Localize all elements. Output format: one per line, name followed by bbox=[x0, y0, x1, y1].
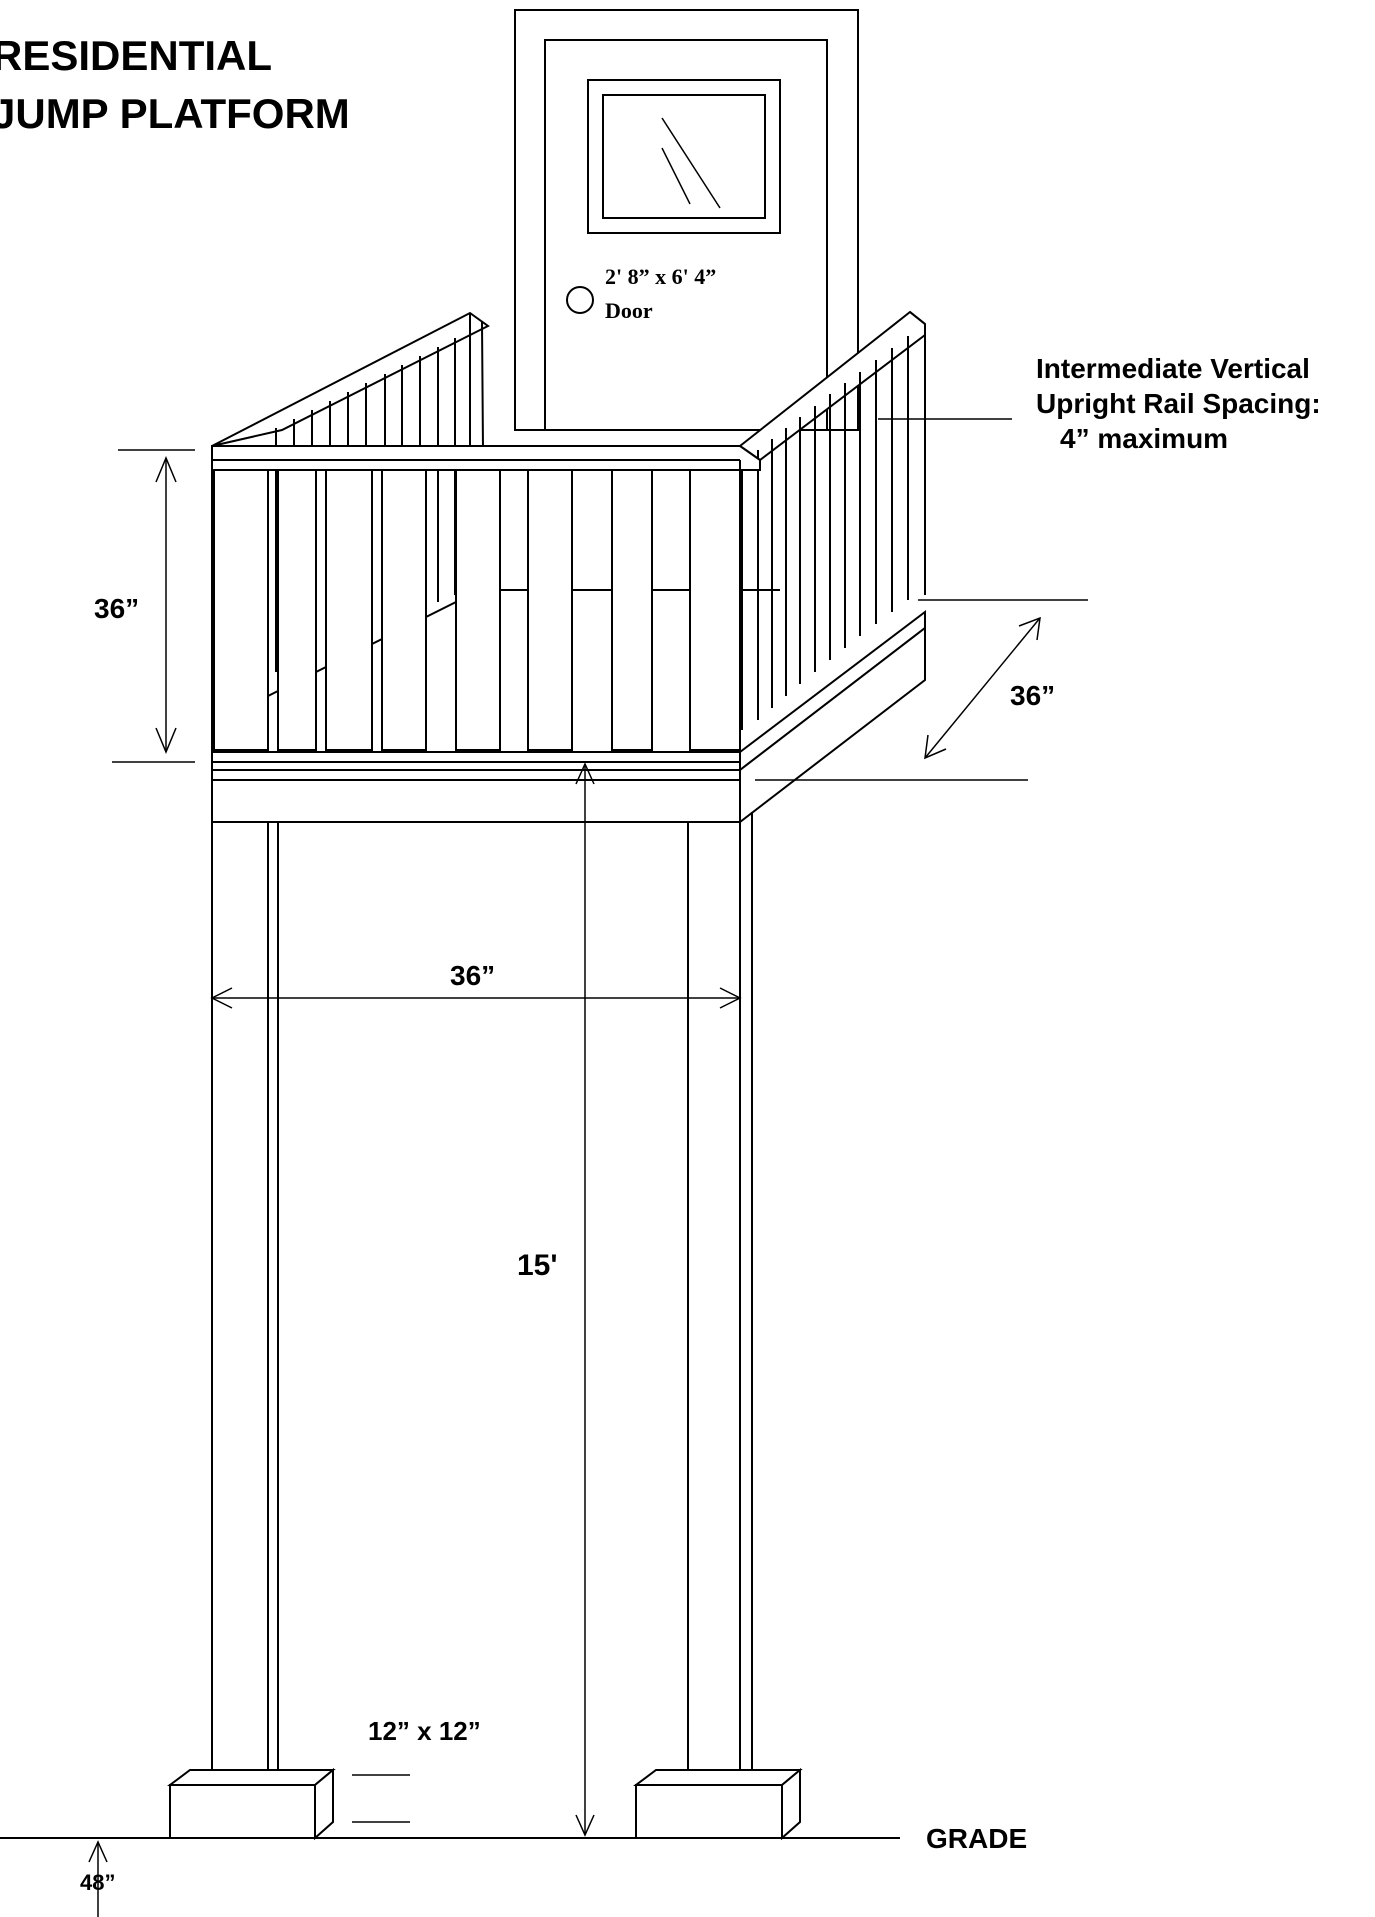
footing-depth-label: 48” bbox=[80, 1870, 115, 1895]
platform-height-dimension bbox=[575, 762, 595, 1837]
left-post bbox=[211, 822, 279, 1785]
door-size-label: 2' 8” x 6' 4” bbox=[605, 264, 716, 289]
rail-spacing-line-1: Intermediate Vertical bbox=[1036, 353, 1310, 384]
grade-label: GRADE bbox=[926, 1823, 1027, 1854]
door bbox=[514, 9, 859, 431]
title-line-2: JUMP PLATFORM bbox=[0, 90, 350, 137]
rail-height-label: 36” bbox=[94, 593, 139, 624]
right-railing bbox=[738, 310, 926, 730]
right-footing bbox=[633, 1767, 803, 1841]
right-post bbox=[687, 812, 753, 1785]
width-label: 36” bbox=[450, 960, 495, 991]
rail-spacing-line-3: 4” maximum bbox=[1060, 423, 1228, 454]
door-label: Door bbox=[605, 298, 653, 323]
depth-label: 36” bbox=[1010, 680, 1055, 711]
door-window-glass bbox=[602, 94, 766, 219]
rail-spacing-line-2: Upright Rail Spacing: bbox=[1036, 388, 1321, 419]
footing-size-label: 12” x 12” bbox=[368, 1716, 481, 1746]
title-line-1: RESIDENTIAL bbox=[0, 32, 272, 79]
door-knob bbox=[566, 286, 594, 314]
left-footing bbox=[167, 1767, 336, 1841]
depth-dimension bbox=[755, 599, 1088, 781]
platform-height-label: 15' bbox=[517, 1249, 558, 1282]
door-window-frame bbox=[587, 79, 781, 234]
front-railing bbox=[211, 445, 761, 752]
footing-depth-dimension bbox=[88, 1840, 108, 1917]
width-dimension bbox=[210, 987, 742, 1009]
rail-height-dimension bbox=[112, 449, 195, 763]
